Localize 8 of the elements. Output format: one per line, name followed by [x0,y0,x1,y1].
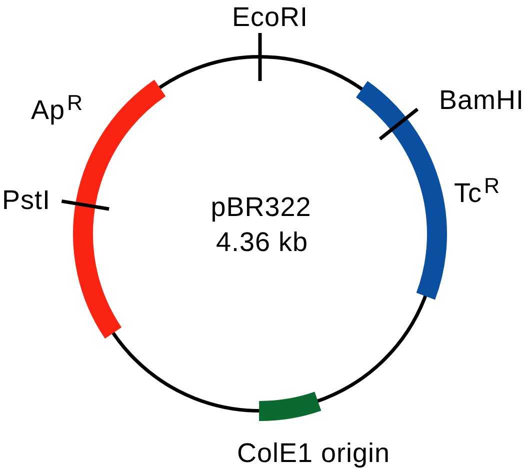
restriction-site-label: EcoRI [232,1,308,31]
restriction-site-label: PstI [2,184,51,214]
plasmid-name: pBR322 [210,191,312,221]
origin-label: ColE1 origin [237,437,390,467]
plasmid-size: 4.36 kb [216,226,308,256]
restriction-site-label: BamHI [439,84,524,114]
gene-label: Ap$^{R}$ [31,92,84,124]
gene-label: Tc$^{R}$ [454,175,500,207]
